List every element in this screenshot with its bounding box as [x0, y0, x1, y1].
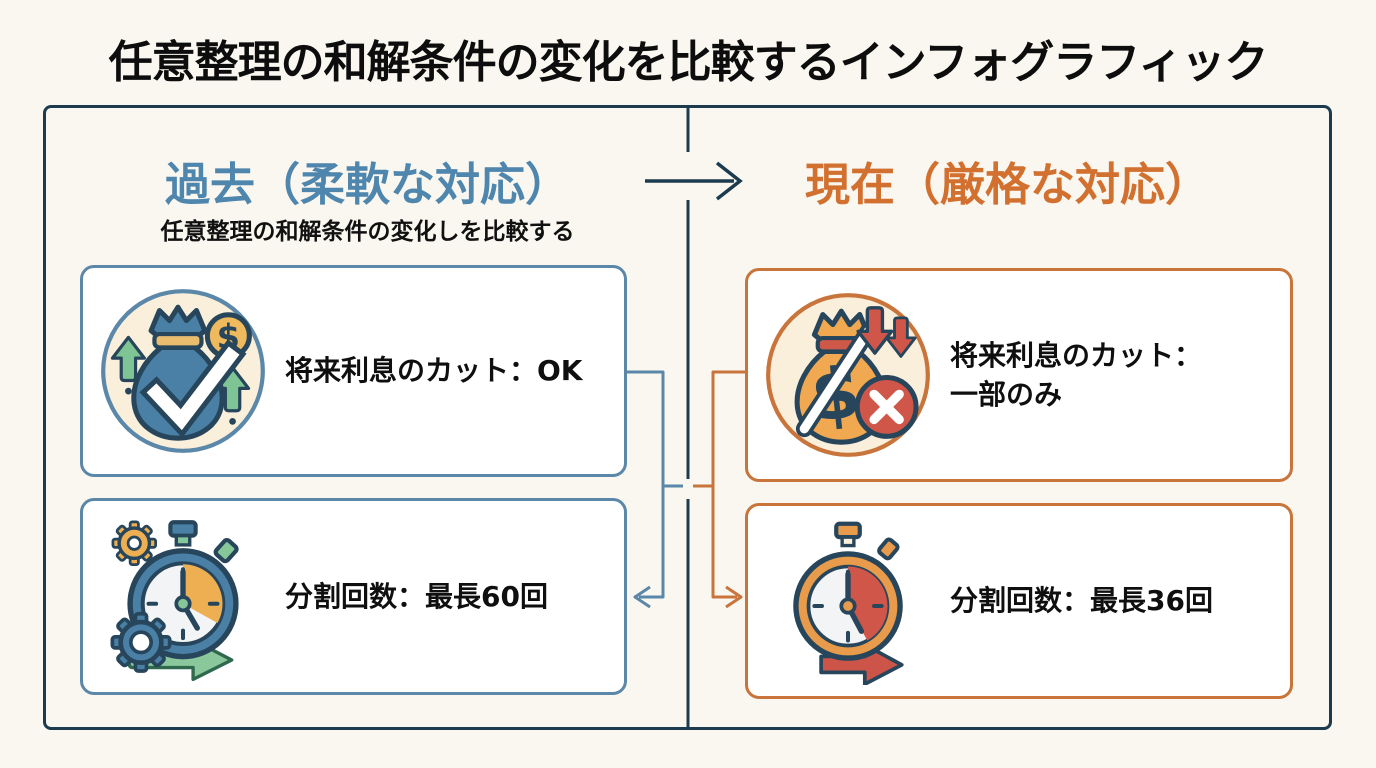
present-header: 現在（厳格な対応）	[804, 158, 1210, 211]
present-interest-label-line1: 将来利息のカット：	[950, 338, 1203, 372]
stopwatch-red-icon	[793, 521, 904, 685]
past-interest-label: 将来利息のカット：OK	[285, 354, 583, 388]
past-subtitle: 任意整理の和解条件の変化しを比較する	[160, 219, 575, 245]
present-interest-label-line2: 一部のみ	[950, 378, 1063, 411]
past-interest-card: $ 将来利息のカット：OK	[80, 265, 627, 477]
header-flow-arrow-icon	[645, 161, 743, 201]
money-bag-check-icon: $	[101, 289, 265, 453]
money-bag-x-icon: $	[766, 293, 930, 457]
present-connector-arrow-icon	[693, 370, 745, 609]
page-title: 任意整理の和解条件の変化を比較するインフォグラフィック	[108, 37, 1269, 88]
past-installments-label: 分割回数：最長60回	[285, 579, 548, 613]
present-interest-label: 将来利息のカット： 一部のみ	[950, 336, 1202, 414]
comparison-frame: 過去（柔軟な対応） 任意整理の和解条件の変化しを比較する $	[43, 105, 1332, 730]
past-installments-card: 分割回数：最長60回	[80, 498, 627, 695]
present-installments-card: 分割回数：最長36回	[745, 503, 1293, 699]
past-header: 過去（柔軟な対応）	[164, 158, 570, 211]
present-installments-label: 分割回数：最長36回	[950, 584, 1213, 618]
flow-connectors	[627, 108, 745, 727]
past-connector-arrow-icon	[627, 370, 683, 609]
present-interest-card: $ 将来利息のカット： 一部のみ	[745, 268, 1293, 482]
stopwatch-gears-icon	[110, 519, 239, 681]
